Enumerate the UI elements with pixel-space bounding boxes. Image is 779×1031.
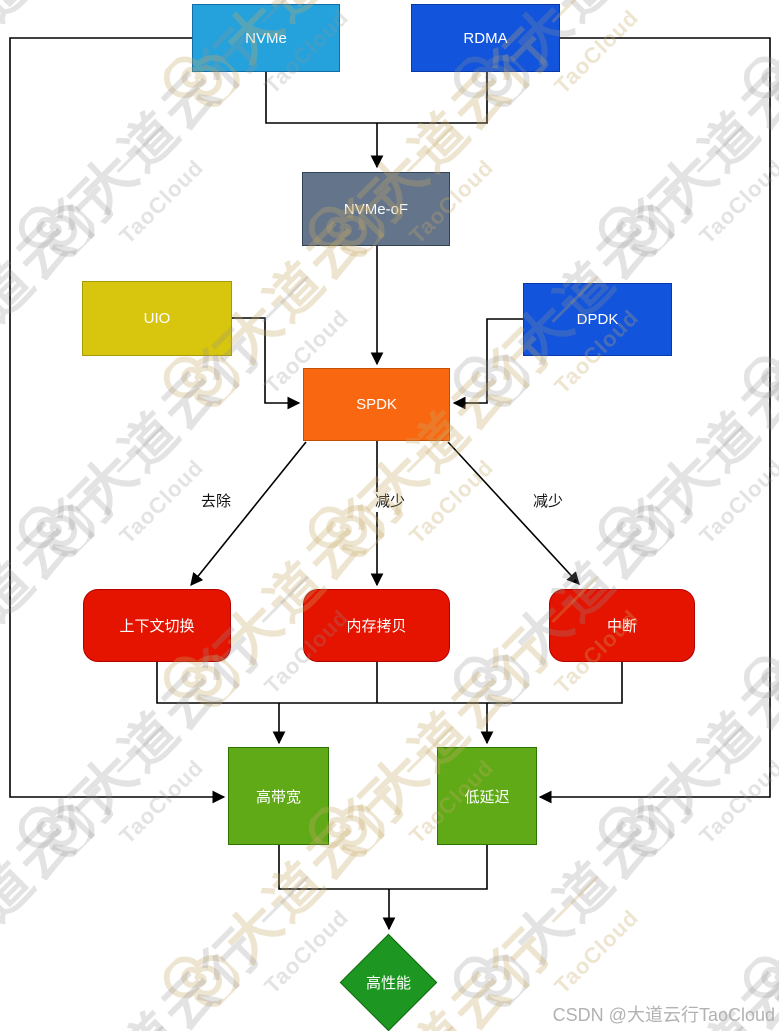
node-nvme-label: NVMe [245,29,287,47]
node-low-latency: 低延迟 [437,747,537,845]
edge-uio-to-spdk [232,317,301,410]
node-high-bandwidth: 高带宽 [228,747,329,845]
csdn-credit: CSDN @大道云行TaoCloud [552,1005,775,1025]
node-rdma: RDMA [411,4,560,72]
edge-nvme-loop-to-bandwidth [9,37,226,804]
edge-spdk-to-ctx-switch [190,441,307,586]
node-spdk-label: SPDK [356,396,397,413]
node-context-switch: 上下文切换 [83,589,231,662]
node-uio-label: UIO [143,310,171,327]
edge-rdma-loop-to-latency [538,37,771,804]
edge-dpdk-to-spdk [452,318,523,410]
node-nvmeof: NVMe-oF [302,172,450,246]
edge-spdk-to-interrupt [447,441,580,585]
edge-nvme-rdma-merge [265,72,488,124]
node-dpdk-label: DPDK [576,311,619,328]
node-uio: UIO [82,281,232,356]
node-nvmeof-label: NVMe-oF [343,200,409,218]
node-context-switch-label: 上下文切换 [119,618,195,635]
node-interrupt-label: 中断 [606,618,637,635]
node-high-performance-label: 高性能 [365,974,412,992]
edge-label-remove: 去除 [199,492,234,512]
node-interrupt: 中断 [549,589,695,662]
node-rdma-label: RDMA [463,29,508,47]
edge-green-boxes-bus [278,845,488,890]
edge-label-reduce-1: 减少 [373,492,408,512]
node-high-bandwidth-label: 高带宽 [255,788,301,806]
node-high-performance: 高性能 [339,933,438,1031]
node-memory-copy-label: 内存拷贝 [346,618,407,635]
node-nvme: NVMe [192,4,340,72]
edge-red-boxes-bus [156,662,623,704]
node-low-latency-label: 低延迟 [464,788,510,806]
edge-label-reduce-2: 减少 [531,492,566,512]
node-memory-copy: 内存拷贝 [303,589,450,662]
node-spdk: SPDK [303,368,450,441]
node-dpdk: DPDK [523,283,672,356]
